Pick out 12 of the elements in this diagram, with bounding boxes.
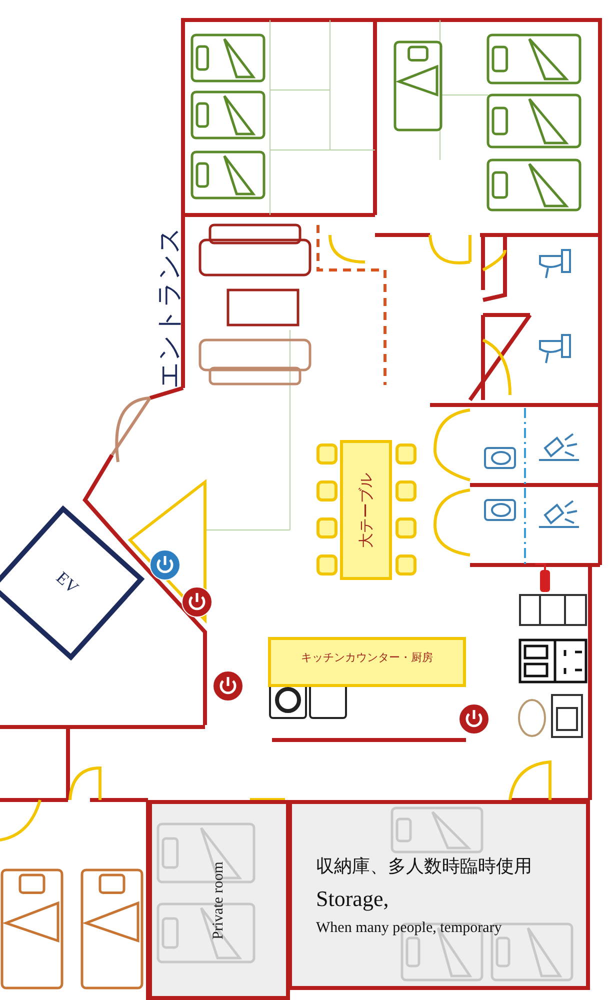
elevator-label: EV [52, 568, 82, 598]
room-label: Storage, [316, 886, 389, 912]
room-label-japanese: 収納庫、多人数時臨時使用 [316, 854, 532, 878]
counter-label: キッチンカウンター・厨房 [301, 650, 433, 665]
room-label: When many people, temporary [316, 920, 502, 936]
dining-table [340, 440, 392, 580]
kitchen-counter [268, 637, 466, 687]
table-label: 大テーブル [356, 472, 376, 548]
room-label: Private room [210, 861, 228, 939]
storage-room [288, 800, 590, 990]
entrance-label: エントランス [154, 226, 186, 388]
private-room [148, 800, 290, 1000]
